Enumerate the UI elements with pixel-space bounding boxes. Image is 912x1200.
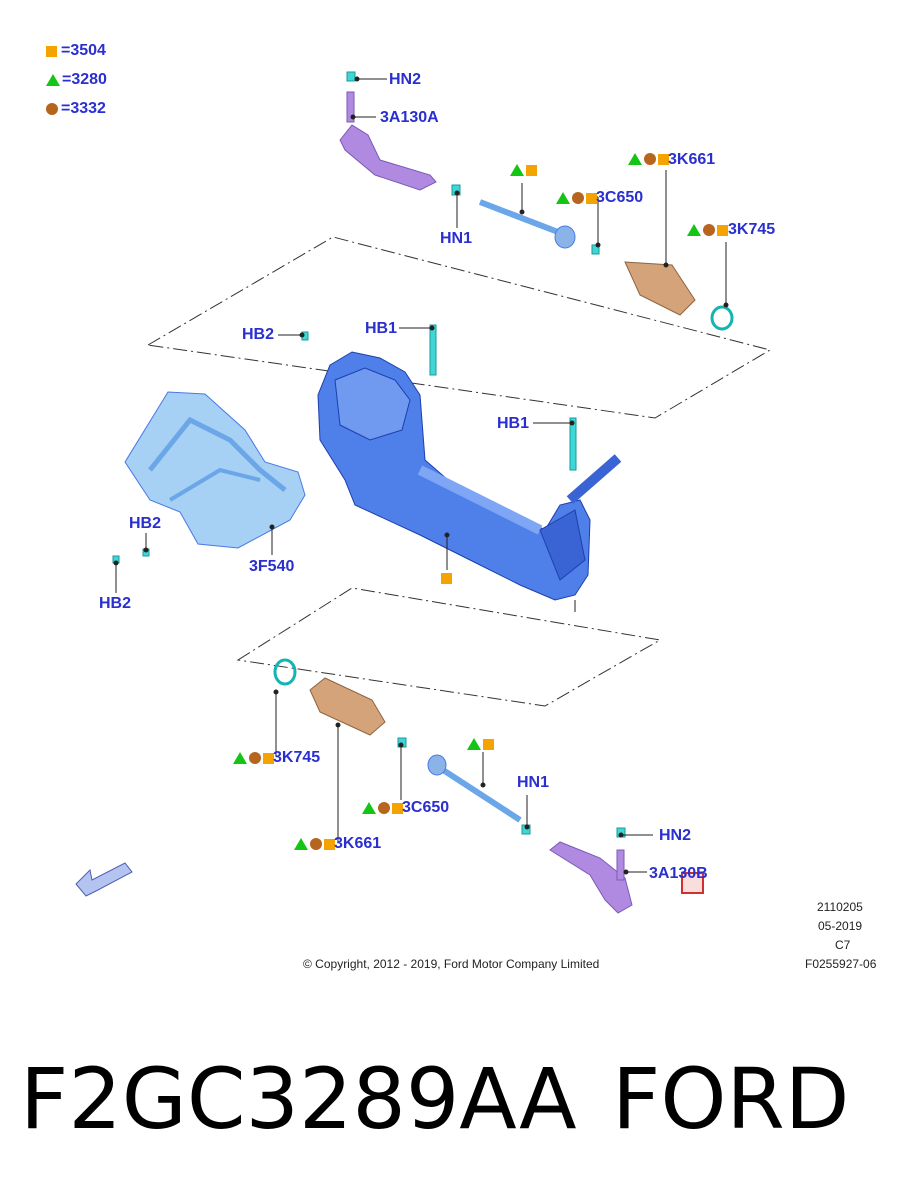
legend-circle-row: = 3332 [46,100,106,118]
callout-hn2-bottom: HN2 [659,827,692,844]
heat-shield [124,391,306,549]
square-icon [717,224,728,236]
legend-eq: = [62,71,72,88]
triangle-icon [294,838,308,850]
square-icon [263,752,274,764]
callout-symbols-rod-top [510,164,537,176]
info-line-2: 05-2019 [818,919,863,933]
square-icon [392,802,403,814]
callout-symbols-gear [441,573,452,584]
callout-symbols-3k661-bottom [294,838,335,850]
callout-3k661-bottom: 3K661 [334,835,382,852]
circle-icon [378,802,390,814]
triangle-icon [362,802,376,814]
callout-hb1-right: HB1 [497,415,530,432]
info-line-3: C7 [835,938,851,952]
parts-diagram [75,71,772,914]
triangle-icon [233,752,247,764]
circle-icon [644,153,656,165]
callout-hb2-top: HB2 [242,326,275,343]
square-icon [526,164,537,176]
triangle-icon [467,738,481,750]
callout-symbols-3k745-bottom [233,752,274,764]
square-icon [586,192,597,204]
callout-hn2-top: HN2 [389,71,422,88]
callout-3c650-bottom: 3C650 [402,799,450,816]
callout-symbols-rod-bottom [467,738,494,750]
triangle-icon [556,192,570,204]
callout-symbols-3k661-top [628,153,669,165]
callout-3a130b: 3A130B [649,865,708,882]
callout-3k745-top: 3K745 [728,221,776,238]
circle-icon [703,224,715,236]
callout-hn1-top: HN1 [440,230,473,247]
legend-triangle-row: = 3280 [46,71,107,89]
callout-3c650-top: 3C650 [596,189,644,206]
top-tie-rod-assembly [339,71,734,331]
info-line-1: 2110205 [817,900,863,914]
bottom-plane [236,587,662,707]
triangle-icon [628,153,642,165]
square-icon [46,45,57,57]
diagram-drawing [75,71,772,914]
triangle-icon [510,164,524,176]
info-line-4: F0255927-06 [805,957,877,971]
footer: F2GC3289AA FORD [0,1050,912,1150]
legend-code: 3332 [70,100,106,117]
orientation-arrow-icon [75,862,133,897]
triangle-icon [687,224,701,236]
legend-code: 3280 [71,71,107,88]
steering-gear [317,351,622,601]
callout-3f540: 3F540 [249,558,295,575]
square-icon [483,738,494,750]
square-icon [324,838,335,850]
callout-3k661-top: 3K661 [668,151,716,168]
legend-eq: = [61,42,71,59]
highlight-box [681,872,704,894]
legend-square-row: = 3504 [46,42,106,60]
callout-3a130a: 3A130A [380,109,439,126]
circle-icon [572,192,584,204]
callout-symbols-3k745-top [687,224,728,236]
legend-eq: = [61,100,71,117]
bottom-tie-rod-assembly [273,658,633,914]
callout-hb2-bottom: HB2 [99,595,132,612]
callout-symbols-3c650-top [556,192,597,204]
circle-icon [310,838,322,850]
copyright-text: © Copyright, 2012 - 2019, Ford Motor Com… [303,957,600,971]
square-icon [441,573,452,584]
part-number: F2GC3289AA [20,1050,577,1148]
square-icon [658,153,669,165]
callout-hb1-left: HB1 [365,320,398,337]
top-plane [146,236,772,419]
triangle-icon [46,74,60,86]
callout-symbols-3c650-bottom [362,802,403,814]
circle-icon [46,103,58,115]
circle-icon [249,752,261,764]
callout-hb2-mid: HB2 [129,515,162,532]
legend-code: 3504 [70,42,106,59]
callout-3k745-bottom: 3K745 [273,749,321,766]
callout-hn1-bottom: HN1 [517,774,550,791]
brand-name: FORD [612,1050,850,1148]
